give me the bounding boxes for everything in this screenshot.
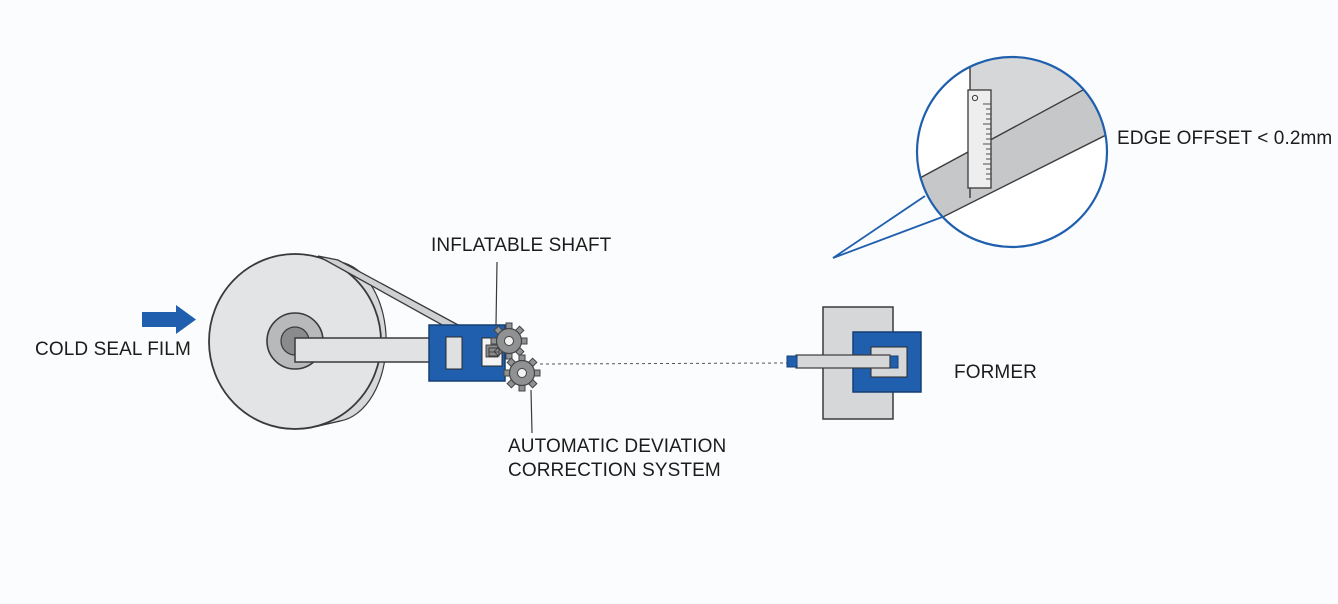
ruler-icon: [967, 89, 992, 189]
adc-label-line-1: AUTOMATIC DEVIATION: [508, 436, 727, 457]
former: [786, 306, 922, 420]
magnifier-pointer: [832, 195, 946, 259]
inflatable-shaft-label: INFLATABLE SHAFT: [431, 235, 612, 256]
shaft-leader-line: [495, 261, 498, 326]
edge-offset-magnifier: [915, 55, 1109, 249]
gear-lower-icon: [503, 354, 541, 392]
former-label: FORMER: [954, 362, 1037, 383]
film-path-line: [539, 362, 788, 365]
gear-upper-icon: [490, 322, 528, 360]
adc-label-line-2: CORRECTION SYSTEM: [508, 460, 721, 481]
sensor-detail: [488, 347, 500, 357]
edge-offset-label: EDGE OFFSET < 0.2mm: [1117, 128, 1333, 149]
adc-leader-line: [530, 389, 533, 434]
feed-direction-arrow-icon: [142, 305, 196, 334]
adc-label: AUTOMATIC DEVIATION CORRECTION SYSTEM: [508, 435, 726, 483]
inflatable-shaft: [428, 324, 506, 382]
cold-seal-film-label: COLD SEAL FILM: [35, 339, 191, 360]
